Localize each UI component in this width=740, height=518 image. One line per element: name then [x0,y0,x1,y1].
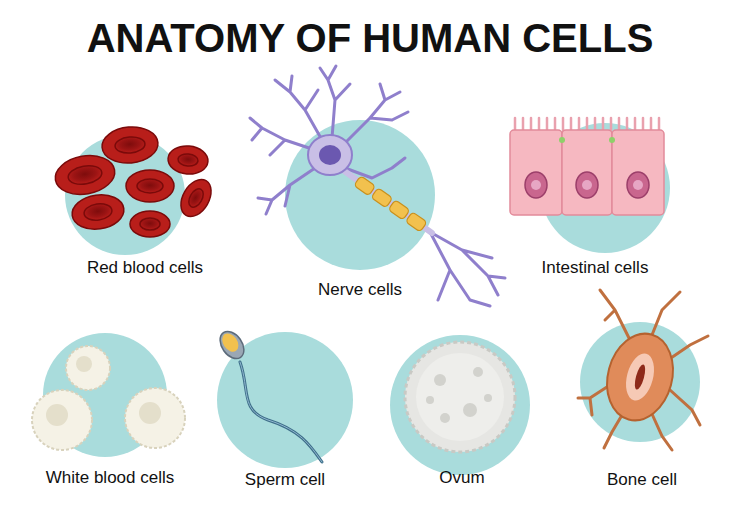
cell-label: Red blood cells [87,258,203,278]
cell-label: Sperm cell [245,470,325,490]
cell-circle: Ovum [392,335,532,490]
cell-circle: Red blood cells [83,135,207,280]
cell-circle: Intestinal cells [530,123,660,280]
cell-label: Ovum [439,468,484,488]
cell-circle: Nerve cells [285,120,435,302]
cell-circle: Bone cell [582,322,702,492]
cell-label: Bone cell [607,470,677,490]
diagram-title: ANATOMY OF HUMAN CELLS [0,16,740,61]
cell-label: Nerve cells [318,280,402,300]
cell-circle: Sperm cell [217,332,353,492]
cell-label: White blood cells [46,468,175,488]
cell-label: Intestinal cells [542,258,649,278]
cell-circle: White blood cells [42,333,179,490]
